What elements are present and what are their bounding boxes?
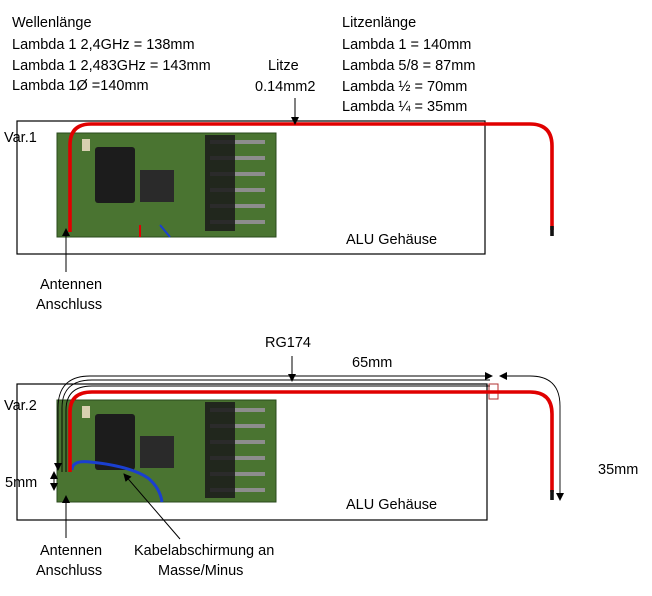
wavelength-line: Lambda 1 2,483GHz = 143mm [12, 58, 211, 74]
wavelength-title: Wellenlänge [12, 15, 92, 31]
connector-label-1: Antennen [40, 277, 102, 293]
alu-housing-1 [16, 120, 486, 255]
connector-label-2: Anschluss [36, 563, 102, 579]
variant-1: Var.1 Litze 0.14mm2 [4, 58, 554, 313]
dimension-35-arrow [499, 372, 564, 501]
strand-length-block: Litzenlänge Lambda 1 = 140mm Lambda 5/8 … [342, 15, 475, 115]
wavelength-line: Lambda 1Ø =140mm [12, 78, 149, 94]
strand-length-line: Lambda ½ = 70mm [342, 79, 467, 95]
connector-label-1: Anschluss [36, 297, 102, 313]
housing-label-1: ALU Gehäuse [346, 232, 437, 248]
strand-length-title: Litzenlänge [342, 15, 416, 31]
variant-1-label: Var.1 [4, 130, 37, 146]
shield-label: Masse/Minus [158, 563, 243, 579]
connector-label-2: Antennen [40, 543, 102, 559]
shield-label: Kabelabschirmung an [134, 543, 274, 559]
wire-label: Litze [268, 58, 299, 74]
housing-label-2: ALU Gehäuse [346, 497, 437, 513]
shield-pointer-arrow [123, 473, 181, 540]
crystal-component [82, 139, 90, 151]
strand-length-line: Lambda ¼ = 35mm [342, 99, 467, 115]
wavelength-block: Wellenlänge Lambda 1 2,4GHz = 138mm Lamb… [12, 15, 211, 94]
inductor-component [95, 147, 135, 203]
crystal-component [82, 406, 90, 418]
dimension-65-arrow [54, 372, 493, 471]
wavelength-line: Lambda 1 2,4GHz = 138mm [12, 37, 195, 53]
strand-length-line: Lambda 5/8 = 87mm [342, 58, 475, 74]
inductor-component [95, 414, 135, 470]
variant-2: Var.2 RG174 [4, 335, 638, 579]
dimension-35-label: 35mm [598, 462, 638, 478]
pcb-module-1 [56, 132, 277, 238]
variant-2-label: Var.2 [4, 398, 37, 414]
wire-label: 0.14mm2 [255, 79, 315, 95]
pcb-module-2 [56, 399, 277, 503]
chip-component [140, 436, 174, 468]
chip-component [140, 170, 174, 202]
cable-label: RG174 [265, 335, 311, 351]
antenna-wire-1 [68, 122, 554, 232]
strand-length-line: Lambda 1 = 140mm [342, 37, 471, 53]
gap-label: 5mm [5, 475, 37, 491]
dimension-65-label: 65mm [352, 355, 392, 371]
